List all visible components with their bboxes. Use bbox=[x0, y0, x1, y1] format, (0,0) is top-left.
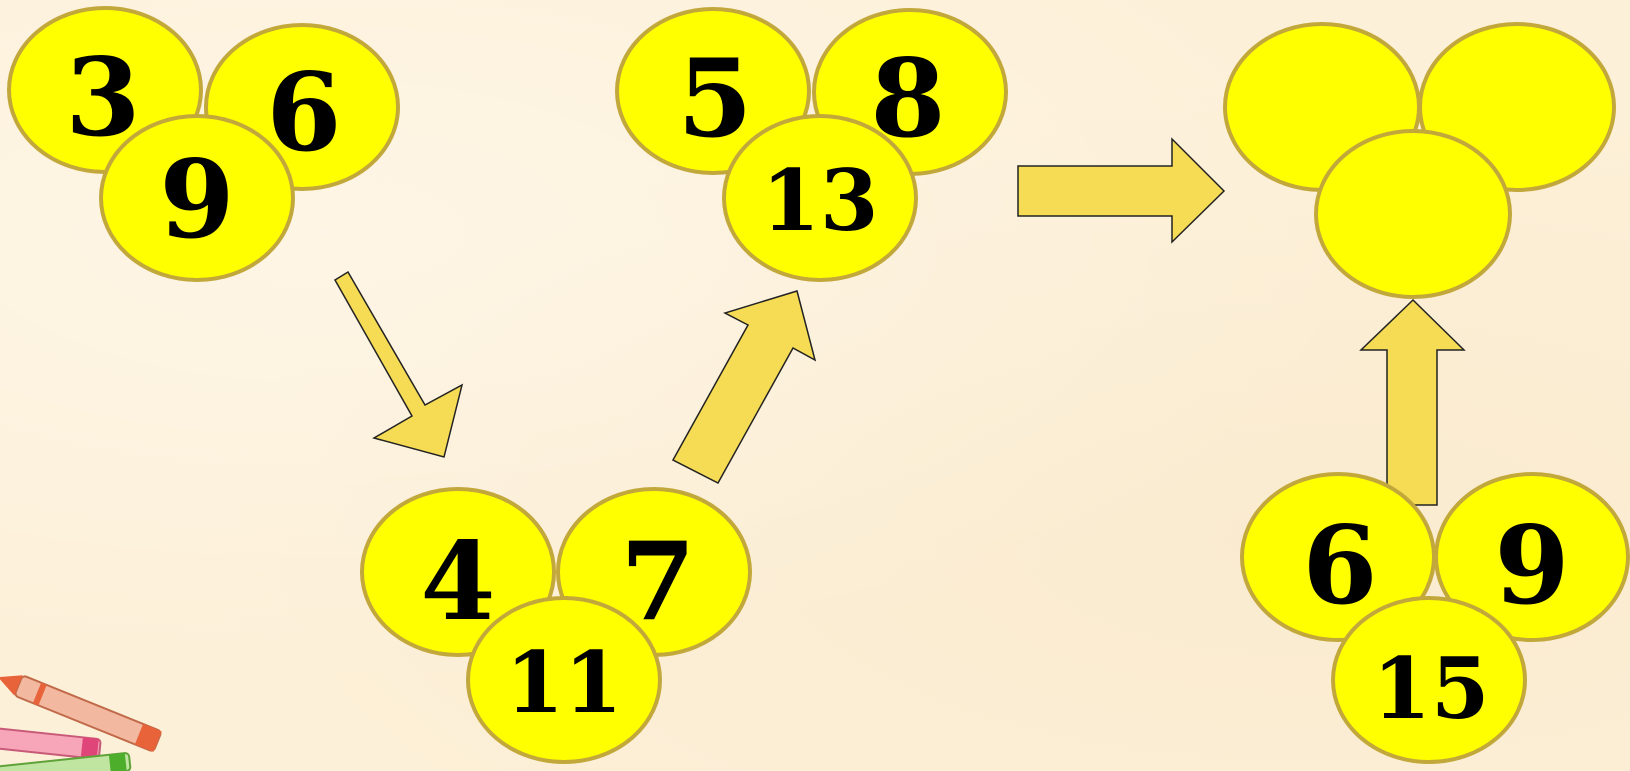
arrow-down-right bbox=[333, 270, 464, 458]
number-group-4 bbox=[1223, 22, 1616, 299]
number-top-left: 4 bbox=[420, 519, 495, 645]
crayons-icon bbox=[0, 675, 162, 771]
number-top-left: 5 bbox=[677, 36, 752, 162]
circle-top-right bbox=[1434, 472, 1630, 642]
arrow-right bbox=[1017, 137, 1226, 244]
number-top-right: 7 bbox=[620, 519, 695, 645]
arrow-up bbox=[1359, 298, 1466, 506]
circle-bottom bbox=[99, 114, 295, 282]
number-bottom: 13 bbox=[762, 151, 879, 250]
circle-bottom bbox=[466, 596, 662, 764]
number-top-right: 8 bbox=[870, 36, 945, 162]
number-bottom: 11 bbox=[506, 633, 623, 732]
number-bottom: 15 bbox=[1373, 639, 1490, 738]
number-top-left: 6 bbox=[1302, 503, 1377, 629]
number-bottom: 9 bbox=[159, 137, 234, 263]
number-top-left: 3 bbox=[65, 35, 140, 161]
number-top-right: 9 bbox=[1494, 503, 1569, 629]
circle-bottom bbox=[722, 114, 918, 282]
circle-bottom bbox=[1331, 596, 1527, 764]
arrow-up-right bbox=[671, 290, 817, 484]
number-group-2: 4 7 11 bbox=[360, 487, 752, 764]
circle-bottom bbox=[1314, 129, 1512, 299]
number-group-1: 3 6 9 bbox=[7, 6, 400, 282]
number-group-5: 6 9 15 bbox=[1240, 472, 1630, 764]
number-group-3: 5 8 13 bbox=[615, 7, 1008, 282]
number-top-right: 6 bbox=[266, 50, 341, 176]
